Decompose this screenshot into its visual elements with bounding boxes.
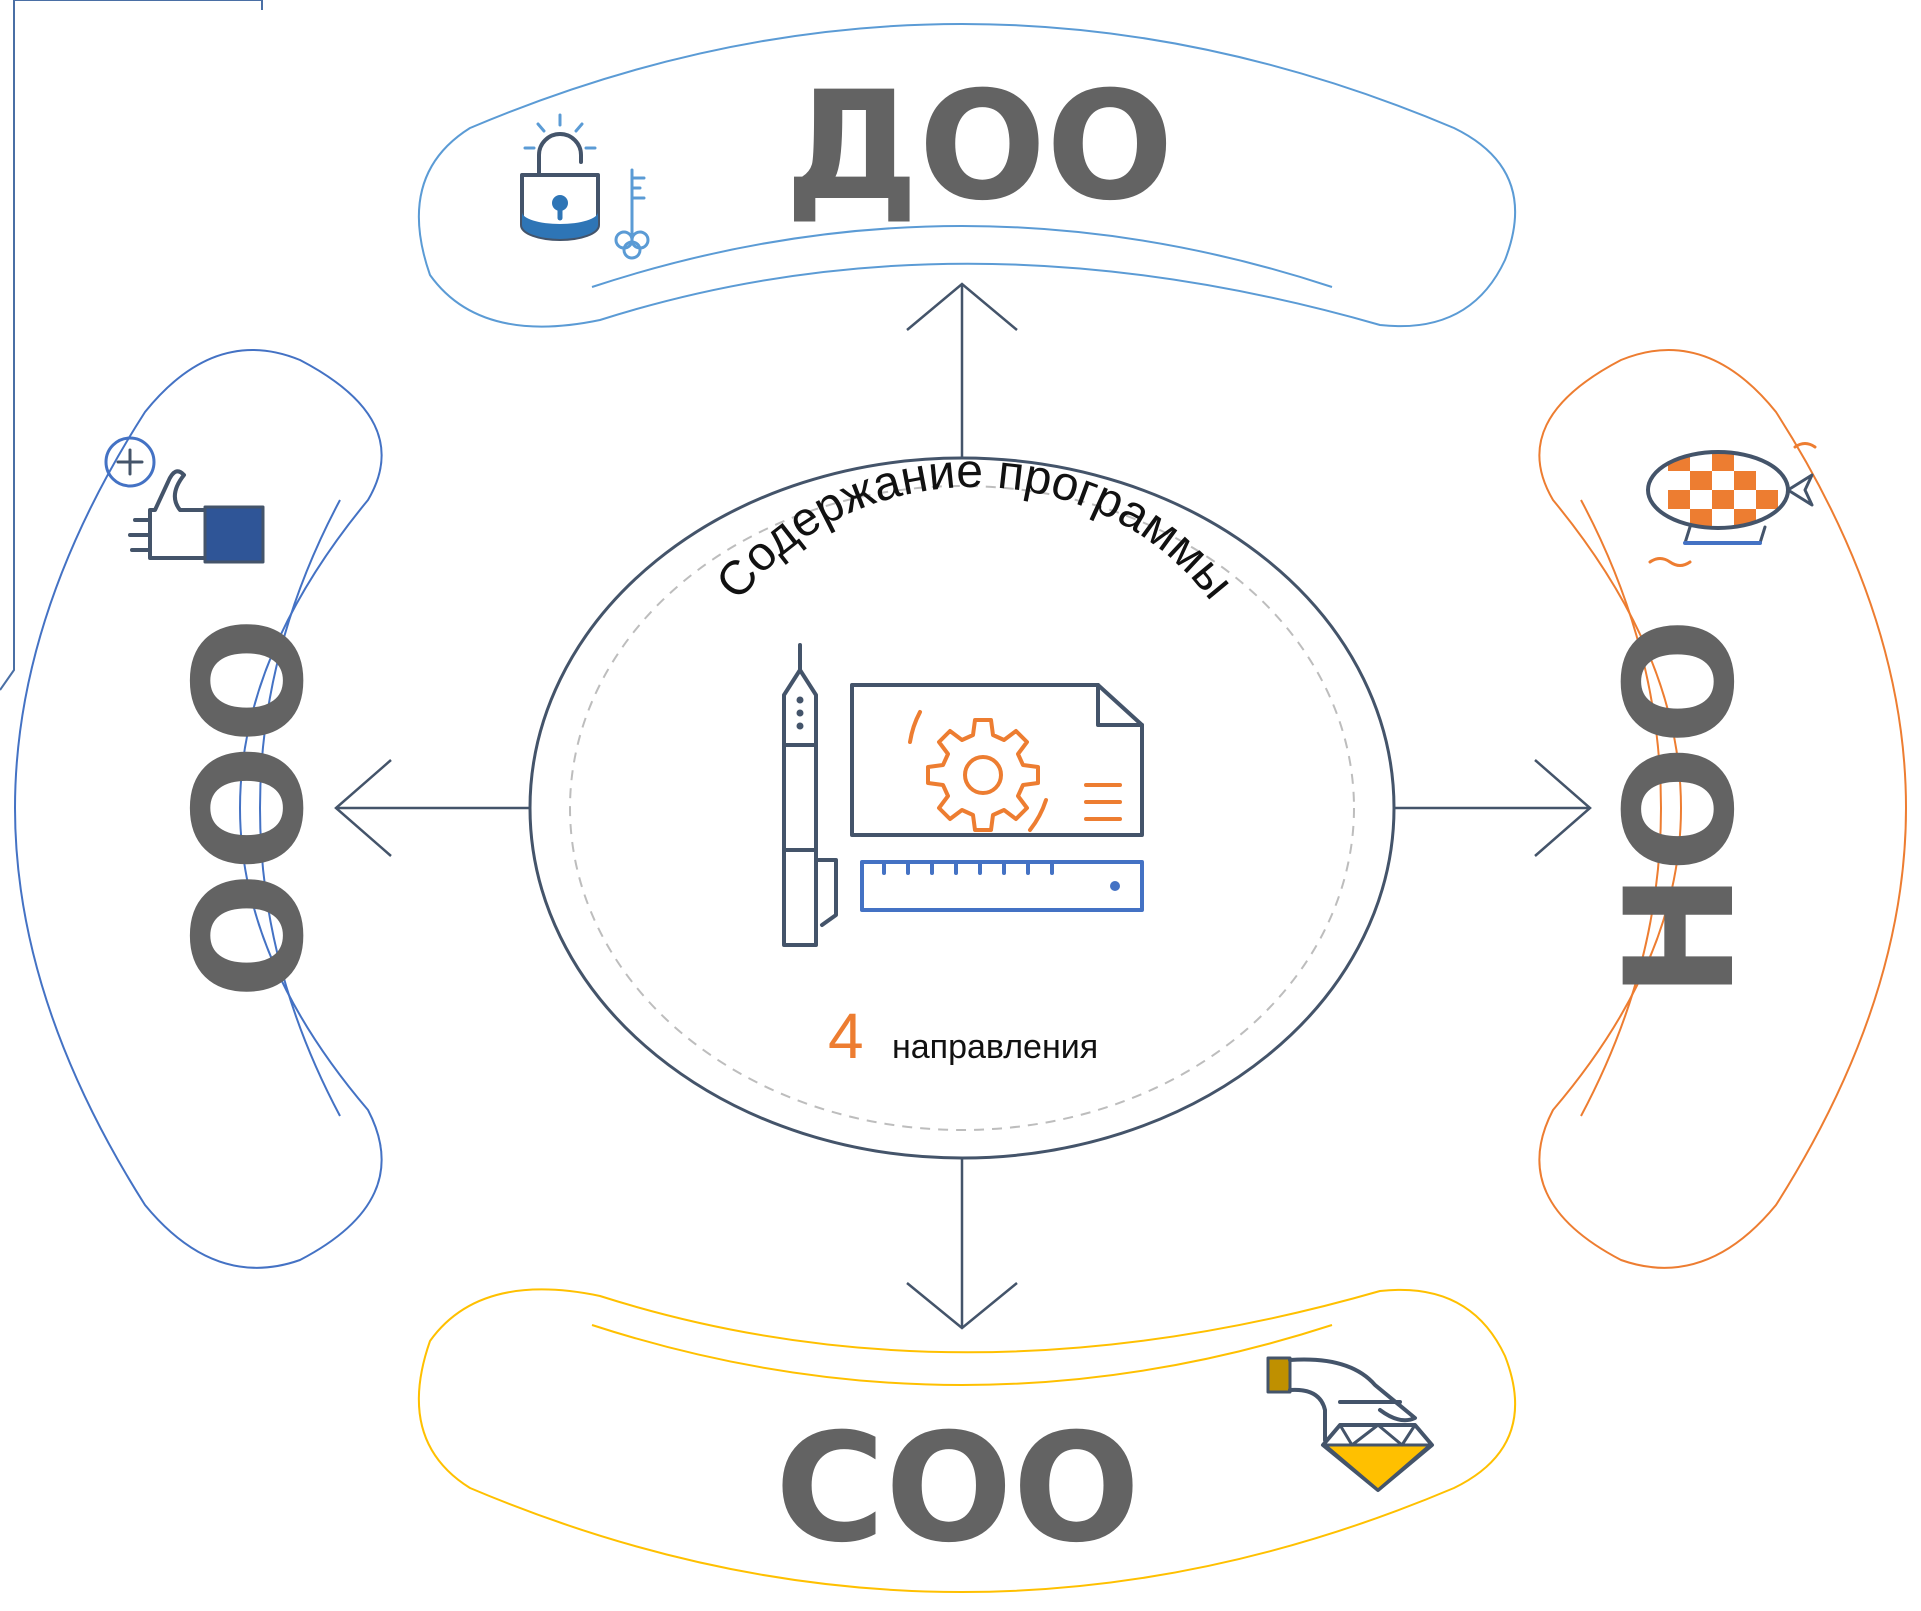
arrow-down [906, 1158, 1018, 1330]
direction-count-label: направления [892, 1028, 1098, 1066]
arrow-left [334, 759, 530, 857]
lock-key-icon [520, 113, 650, 260]
arrows [334, 282, 1592, 1330]
block-doo: ДОО [417, 23, 1517, 328]
corner-frame [0, 0, 263, 691]
block-ooo-outline [13, 348, 383, 1269]
block-soo: СОО [417, 1288, 1517, 1593]
block-soo-outline [417, 1288, 1517, 1593]
diamond-hand-icon [1266, 1356, 1434, 1492]
block-ooo-inner-line [258, 499, 341, 1117]
block-doo-label: ДОО [785, 60, 1174, 234]
center-title: Содержание программы [706, 445, 1243, 609]
block-ooo: ООО [13, 348, 383, 1269]
arrow-right [1394, 759, 1592, 857]
block-ooo-label: ООО [156, 617, 330, 1000]
block-noo-label: НОО [1594, 618, 1768, 999]
arrow-up [906, 282, 1018, 458]
direction-count: 4 [828, 1000, 864, 1072]
block-doo-inner-line [591, 225, 1333, 288]
block-soo-label: СОО [775, 1402, 1140, 1576]
block-noo-outline [1538, 348, 1908, 1269]
airship-icon [1646, 442, 1817, 567]
design-tools-icon [782, 643, 1144, 947]
block-noo-inner-line [1580, 499, 1663, 1117]
block-soo-inner-line [591, 1324, 1333, 1386]
block-noo: НОО [1538, 348, 1908, 1269]
block-doo-outline [417, 23, 1517, 328]
thumbs-up-icon [104, 436, 265, 564]
